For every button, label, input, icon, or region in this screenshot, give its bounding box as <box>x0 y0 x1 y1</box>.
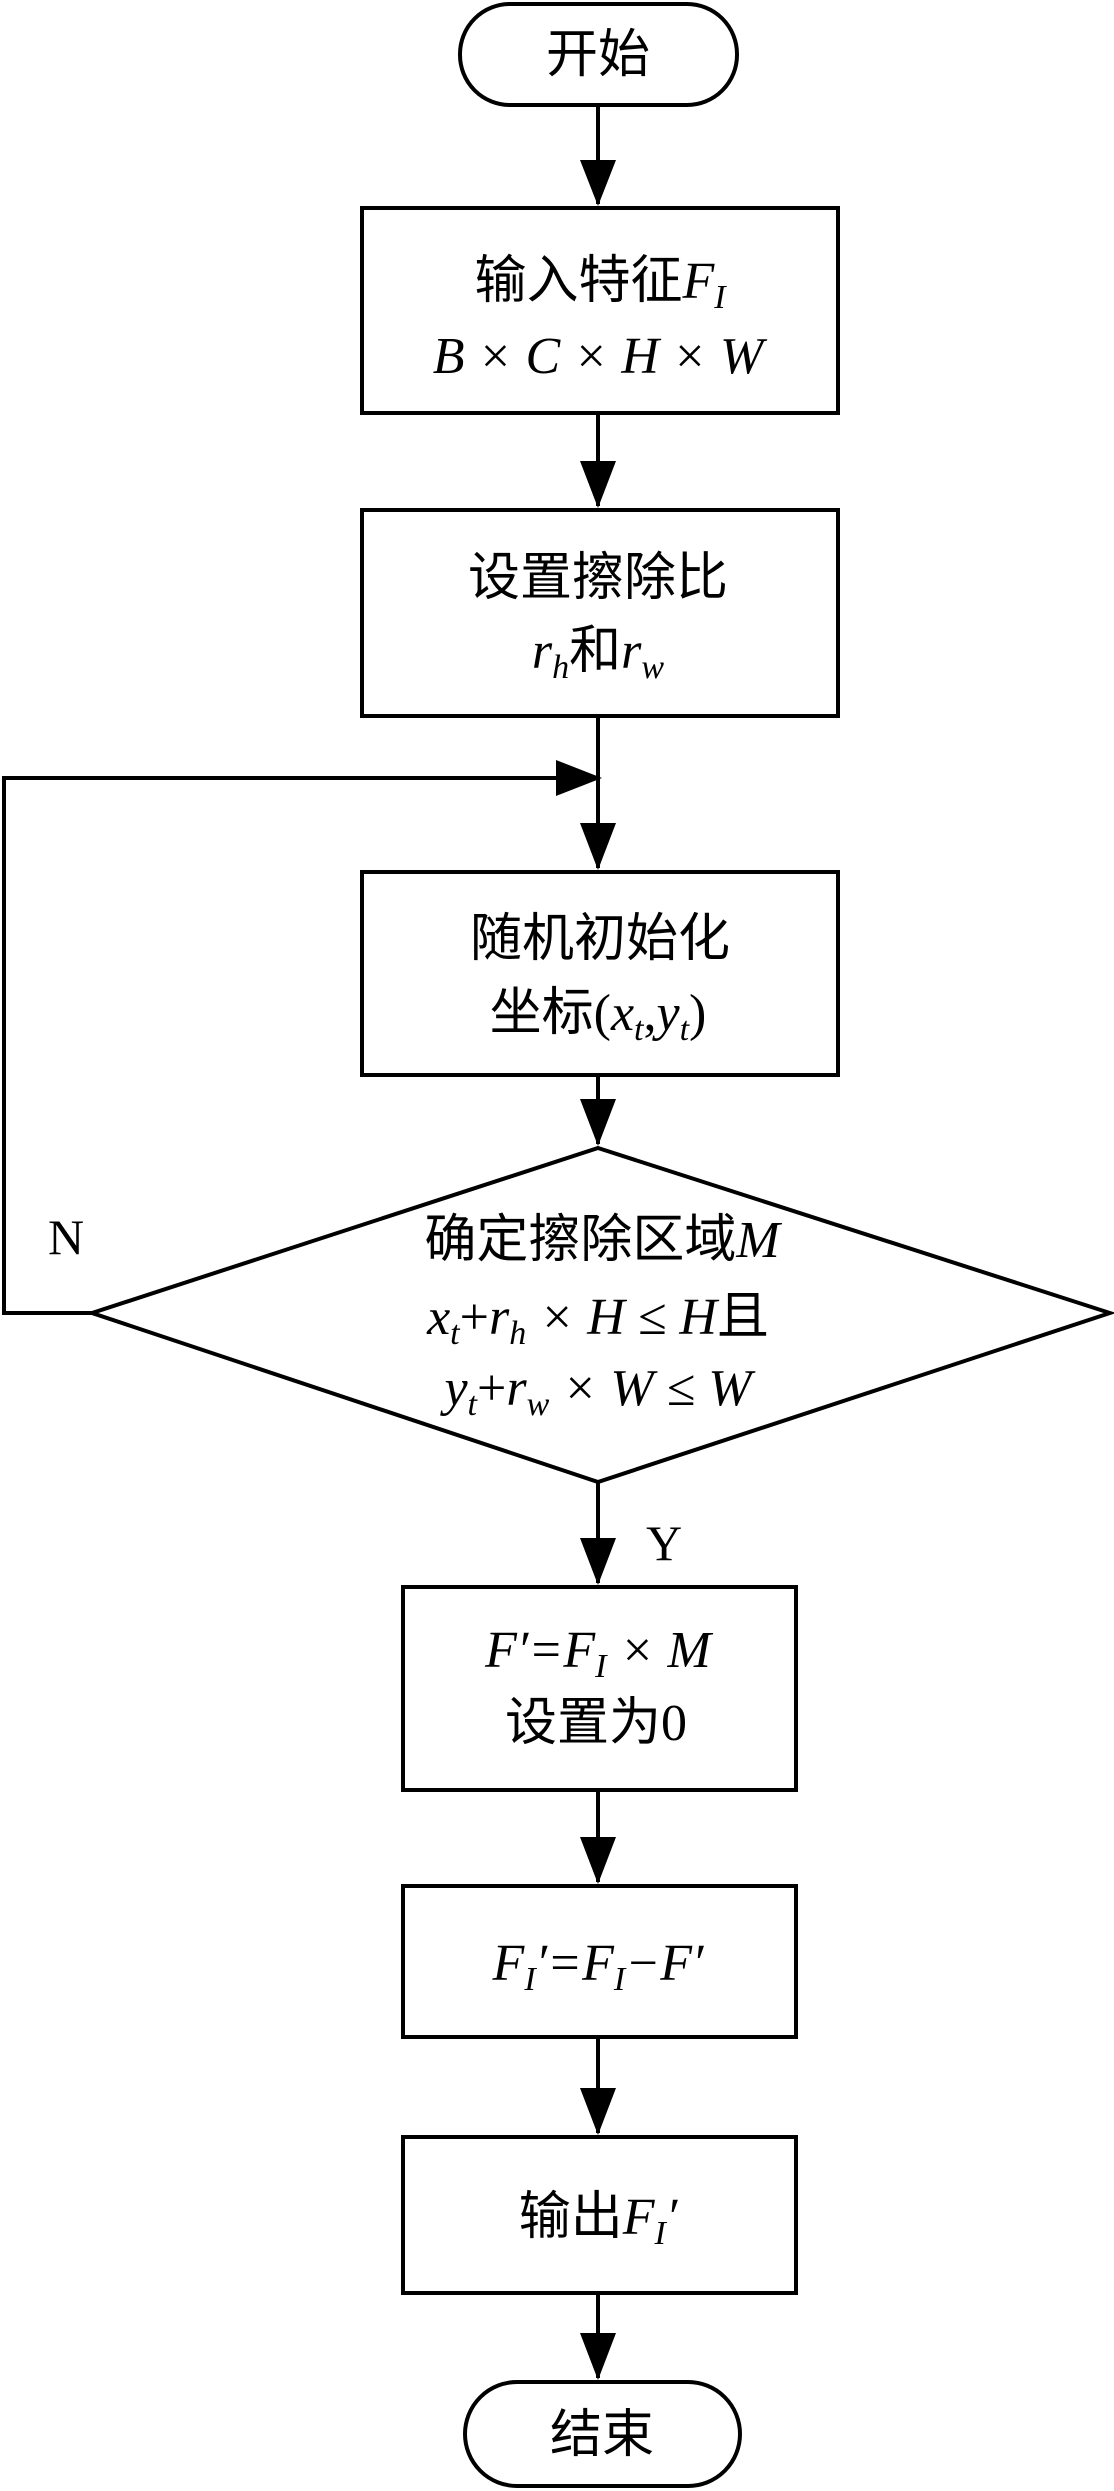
output-box <box>401 2135 798 2295</box>
set-erase-ratio-line2: rh和rw <box>532 623 665 686</box>
edge-loop-no <box>2 776 598 1315</box>
start-text: 开始 <box>546 27 650 84</box>
end-terminal <box>463 2380 742 2488</box>
mask-line2: 设置为0 <box>505 1695 687 1752</box>
start-terminal <box>458 2 739 107</box>
decision-diamond <box>85 1145 1114 1485</box>
mask-box <box>401 1585 798 1792</box>
input-features-line1: 输入特征FI <box>474 253 727 316</box>
random-init-line1: 随机初始化 <box>470 911 730 968</box>
output-text: 输出FI′ <box>519 2189 679 2252</box>
edge-label-no: N <box>48 1209 84 1265</box>
decision-line2: xt+rh × H ≤ H且 <box>426 1289 769 1352</box>
set-erase-ratio-line1: 设置擦除比 <box>468 550 728 607</box>
end-text: 结束 <box>550 2407 654 2464</box>
input-features-box <box>360 206 840 415</box>
mask-line1: F′=FI × M <box>484 1622 713 1685</box>
random-init-box <box>360 870 840 1077</box>
input-features-dims: B × C × H × W <box>433 328 768 385</box>
random-init-line2: 坐标(xt,yt) <box>490 985 707 1048</box>
decision-line3: yt+rw × W ≤ W <box>439 1360 756 1423</box>
connectors <box>2 105 616 2380</box>
subtract-box <box>401 1884 798 2039</box>
decision-line1: 确定擦除区域M <box>424 1212 782 1269</box>
set-erase-ratio-box <box>360 508 840 718</box>
subtract-formula: FI′=FI−F′ <box>492 1935 706 1998</box>
edge-label-yes: Y <box>646 1515 682 1571</box>
